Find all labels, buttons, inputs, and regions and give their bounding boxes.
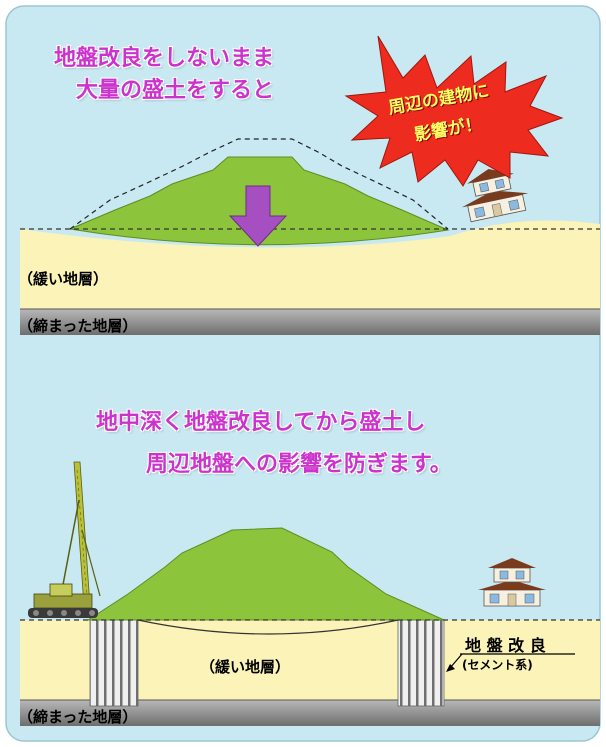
bottom-panel — [20, 461, 600, 726]
improvement-columns-left — [89, 619, 139, 707]
improvement-callout-arrow — [449, 653, 463, 669]
top-headline-line1: 地盤改良をしないまま — [54, 46, 275, 71]
pile-driver-icon — [28, 461, 101, 618]
tilted-house-icon — [461, 169, 529, 223]
top-panel — [20, 35, 600, 335]
warning-burst-icon — [344, 35, 564, 187]
bottom-embankment — [86, 527, 445, 621]
improvement-columns-right — [397, 619, 445, 707]
bottom-soft-layer-label: （緩い地層） — [200, 658, 291, 676]
top-soft-layer-label: （緩い地層） — [18, 270, 109, 288]
bottom-firm-layer-label: （締まった地層） — [18, 708, 138, 726]
diagram-background — [5, 5, 601, 742]
improvement-sub-label: (セメント系) — [462, 658, 533, 672]
house-icon — [478, 558, 546, 607]
improvement-label: 地 盤 改 良 — [465, 636, 546, 655]
bottom-headline-line2: 周辺地盤への影響を防ぎます。 — [146, 452, 452, 477]
top-headline-line2: 大量の盛土をすると — [76, 78, 275, 103]
settlement-arrow — [228, 185, 288, 247]
top-soft-soil — [20, 220, 600, 309]
top-firm-layer-label: （締まった地層） — [18, 317, 138, 335]
bottom-headline-line1: 地中深く地盤改良してから盛土し — [96, 410, 426, 435]
top-firm-layer — [20, 309, 600, 335]
